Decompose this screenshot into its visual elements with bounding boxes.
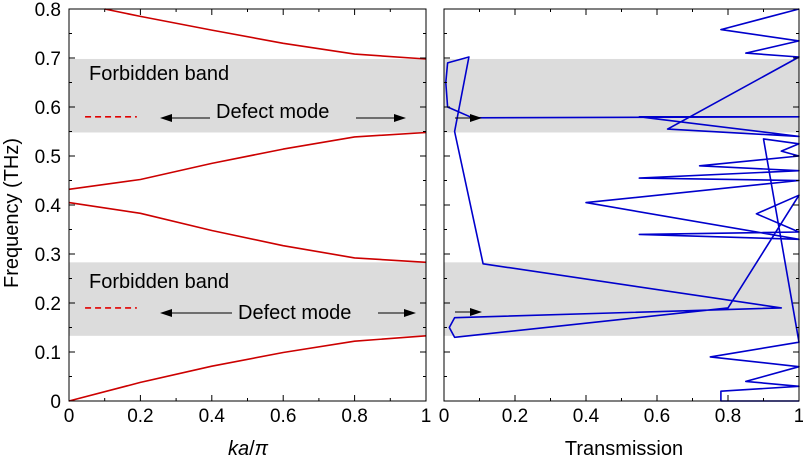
forbidden-band-label-lower: Forbidden band — [89, 271, 229, 293]
x-tick-label: 0.4 — [573, 406, 600, 427]
x-tick-label: 1 — [794, 406, 803, 427]
y-tick-label: 0.4 — [35, 196, 62, 217]
right-y-ticks — [444, 8, 799, 402]
right-x-ticks: 0 0.2 0.4 0.6 0.8 1 — [439, 9, 803, 427]
y-tick-label: 0.6 — [35, 98, 61, 119]
x-tick-label: 0.6 — [270, 406, 296, 427]
forbidden-band-0 — [444, 262, 799, 336]
x-tick-label: 0.2 — [502, 406, 528, 427]
forbidden-band-1 — [69, 58, 426, 133]
y-tick-label: 0.8 — [35, 0, 61, 21]
left-forbidden-bands — [69, 58, 426, 336]
defect-mode-label-lower: Defect mode — [238, 302, 351, 324]
left-panel: 0 0.2 0.4 0.6 0.8 1 0 0.1 0.2 0.3 0.4 0.5 0.6 0.7 0.8… — [1, 0, 431, 460]
left-defect-lines — [85, 116, 137, 309]
transmission-arrowhead-upper — [470, 114, 482, 122]
forbidden-band-0 — [69, 262, 426, 336]
band-curve-1 — [68, 201, 427, 264]
x-tick-label: 0.8 — [341, 406, 367, 427]
y-tick-label: 0.3 — [35, 245, 61, 266]
x-tick-label: 0 — [439, 406, 450, 427]
defect-mode-label-upper: Defect mode — [216, 101, 329, 123]
y-tick-label: 0.2 — [35, 294, 61, 315]
y-tick-label: 0 — [50, 392, 61, 413]
band-curve-3 — [104, 8, 427, 60]
right-x-axis-title: Transmission — [565, 438, 683, 460]
left-band-curves — [68, 8, 427, 402]
y-tick-label: 0.1 — [35, 343, 61, 364]
band-curve-0 — [68, 335, 427, 402]
x-tick-label: 0.6 — [644, 406, 670, 427]
x-title-pi: π — [255, 438, 269, 460]
x-tick-label: 0.8 — [715, 406, 741, 427]
forbidden-band-1 — [444, 58, 799, 133]
x-tick-label: 1 — [421, 406, 432, 427]
x-tick-label: 0 — [64, 406, 75, 427]
left-x-axis-title: ka/π — [228, 438, 269, 460]
forbidden-band-label-upper: Forbidden band — [89, 63, 229, 85]
transmission-arrowhead-lower — [470, 308, 482, 316]
left-x-ticks: 0 0.2 0.4 0.6 0.8 1 — [64, 9, 432, 427]
x-title-ka: ka — [228, 438, 249, 460]
x-tick-label: 0.2 — [127, 406, 153, 427]
defect-arrowhead-lower-right — [404, 309, 416, 317]
right-forbidden-bands — [444, 58, 799, 336]
band-curve-2 — [68, 131, 427, 191]
defect-arrowhead-upper-right — [394, 114, 406, 122]
defect-arrowhead-lower-left — [160, 309, 172, 317]
left-y-axis-title: Frequency (THz) — [1, 138, 23, 288]
y-tick-label: 0.7 — [35, 49, 61, 70]
defect-arrowhead-upper-left — [160, 114, 172, 122]
right-panel: 0 0.2 0.4 0.6 0.8 1 Transmission — [439, 8, 803, 460]
x-title-slash: / — [249, 438, 255, 460]
left-y-ticks: 0 0.1 0.2 0.3 0.4 0.5 0.6 0.7 0.8 — [35, 0, 426, 413]
y-tick-label: 0.5 — [35, 147, 61, 168]
x-tick-label: 0.4 — [199, 406, 226, 427]
